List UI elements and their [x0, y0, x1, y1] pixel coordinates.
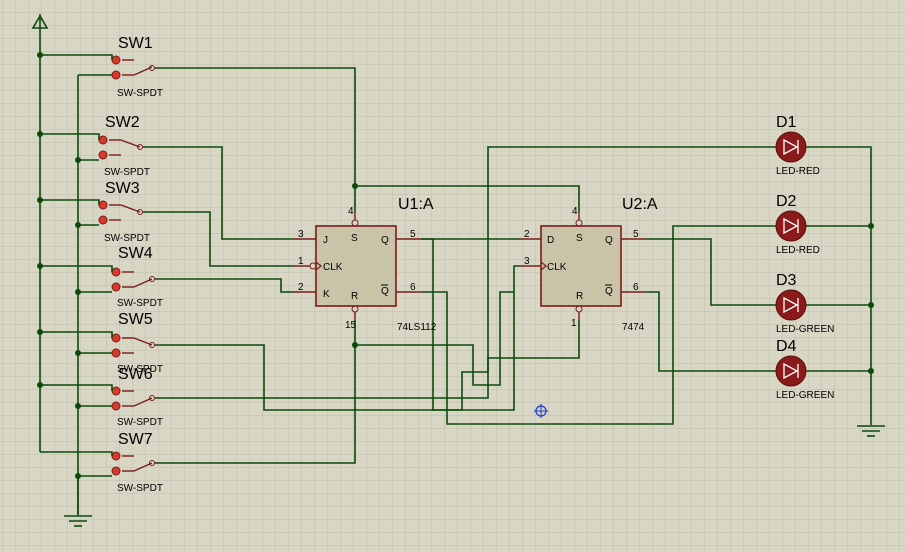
power-rail-icon [31, 14, 49, 452]
sw7-value: SW-SPDT [117, 483, 163, 494]
d4-ref: D4 [776, 338, 797, 355]
ground-icon-right [857, 425, 885, 437]
wires [40, 54, 872, 515]
crosshair-probe-icon[interactable] [534, 404, 548, 418]
u2-pinnum-s: 4 [572, 206, 578, 217]
sw3-label: SW3 [105, 180, 140, 197]
u1-pinnum-j: 3 [298, 229, 304, 240]
d1-ref: D1 [776, 114, 797, 131]
sw7-label: SW7 [118, 431, 153, 448]
led-d4[interactable]: D4 LED-GREEN [775, 338, 834, 401]
d3-value: LED-GREEN [776, 324, 834, 335]
u2-pin-q: Q [605, 235, 613, 246]
u2-pin-s: S [576, 233, 583, 244]
u1-pin-q: Q [381, 235, 389, 246]
sw1-label: SW1 [118, 35, 153, 52]
u1-pin-r: R [351, 291, 358, 302]
u2-pinnum-clk: 3 [524, 256, 530, 267]
u2-pinnum-q: 5 [633, 229, 639, 240]
switch-sw3[interactable]: SW3 SW-SPDT [98, 180, 150, 244]
u1-part: 74LS112 [397, 322, 437, 333]
u2-part: 7474 [622, 322, 645, 333]
sw1-value: SW-SPDT [117, 88, 163, 99]
u2-ref: U2:A [622, 196, 658, 213]
u1-pinnum-r: 15 [345, 320, 357, 331]
sw3-value: SW-SPDT [104, 233, 150, 244]
u2-pin-d: D [547, 235, 554, 246]
u1-ref: U1:A [398, 196, 434, 213]
d4-value: LED-GREEN [776, 390, 834, 401]
u1-pinnum-q: 5 [410, 229, 416, 240]
sw4-label: SW4 [118, 245, 153, 262]
u1-pinnum-k: 2 [298, 282, 304, 293]
switch-sw6[interactable]: SW6 SW-SPDT [111, 366, 163, 428]
d2-ref: D2 [776, 193, 797, 210]
switch-sw4[interactable]: SW4 SW-SPDT [111, 245, 163, 309]
u1-pin-clk: CLK [323, 262, 343, 273]
sw5-value: SW-SPDT [117, 364, 163, 375]
led-d3[interactable]: D3 LED-GREEN [775, 272, 834, 335]
u2-pin-r: R [576, 291, 583, 302]
ic-u1[interactable]: U1:A J CLK K S R Q Q 3 1 2 4 15 5 6 74LS… [293, 196, 437, 333]
u2-pinnum-qbar: 6 [633, 282, 639, 293]
d2-value: LED-RED [776, 245, 820, 256]
d1-value: LED-RED [776, 166, 820, 177]
sw6-value: SW-SPDT [117, 417, 163, 428]
d3-ref: D3 [776, 272, 797, 289]
u2-pin-clk: CLK [547, 262, 567, 273]
switch-sw7[interactable]: SW7 SW-SPDT [111, 431, 163, 494]
u1-pinnum-s: 4 [348, 206, 354, 217]
u1-pin-s: S [351, 233, 358, 244]
u1-pin-k: K [323, 289, 330, 300]
u1-pin-j: J [323, 235, 328, 246]
switch-sw5[interactable]: SW5 SW-SPDT [111, 311, 163, 375]
sw5-label: SW5 [118, 311, 153, 328]
sw4-value: SW-SPDT [117, 298, 163, 309]
led-d2[interactable]: D2 LED-RED [775, 193, 820, 256]
ground-icon [64, 515, 92, 527]
u2-pinnum-d: 2 [524, 229, 530, 240]
sw2-value: SW-SPDT [104, 167, 150, 178]
sw2-label: SW2 [105, 114, 140, 131]
u1-pinnum-clk: 1 [298, 256, 304, 267]
u2-pinnum-r: 1 [571, 318, 577, 329]
led-d1[interactable]: D1 LED-RED [775, 114, 820, 177]
u2-pin-qbar: Q [605, 286, 613, 297]
sw6-label: SW6 [118, 366, 153, 383]
u1-pinnum-qbar: 6 [410, 282, 416, 293]
u1-pin-qbar: Q [381, 286, 389, 297]
ic-u2[interactable]: U2:A D CLK S R Q Q 2 3 4 1 5 6 7474 [520, 196, 658, 333]
junctions [37, 52, 874, 479]
